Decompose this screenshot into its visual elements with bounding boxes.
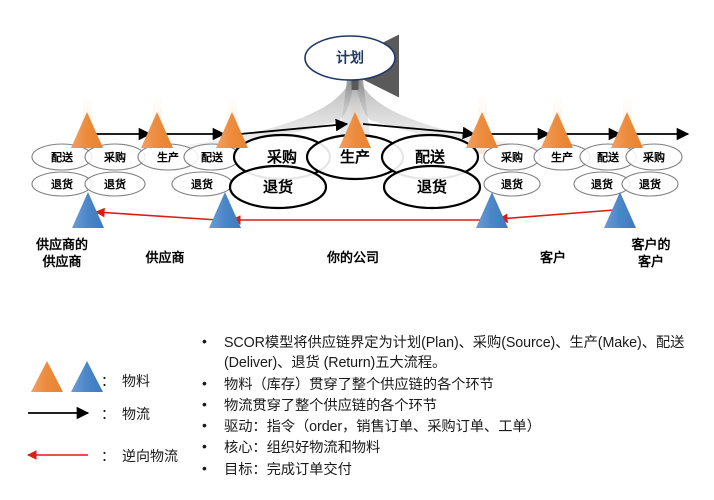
note-bullet: 核心：组织好物流和物料 — [198, 437, 703, 458]
triangle-blue-icon — [71, 361, 103, 392]
material-triangle-blue — [72, 192, 104, 228]
process-label: 退货 — [501, 177, 523, 191]
material-triangle-orange — [611, 112, 643, 148]
note-bullet: 物料（库存）贯穿了整个供应链的各个环节 — [198, 374, 703, 395]
process-label: 配送 — [597, 150, 620, 164]
process-label: 退货 — [51, 177, 73, 191]
process-main-ellipse[interactable] — [228, 164, 328, 210]
material-triangle-orange — [71, 112, 103, 148]
triangle-orange-icon — [31, 361, 63, 392]
process-label: 生产 — [551, 150, 573, 164]
actor-label-suppliers-supplier: 供应商 — [41, 254, 81, 269]
process-label: 生产 — [157, 150, 179, 164]
process-label: 配送 — [201, 150, 224, 164]
actor-label-customer: 客户 — [540, 250, 566, 265]
legend-separator-2: ： — [101, 448, 115, 464]
material-triangle-orange — [141, 112, 173, 148]
process-main-label: 退货 — [417, 178, 447, 196]
process-label: 退货 — [191, 177, 213, 191]
actor-label-suppliers-supplier: 供应商的 — [35, 237, 88, 252]
plan-label: 计划 — [336, 50, 364, 66]
process-main-label: 退货 — [263, 178, 293, 196]
process-label: 退货 — [591, 177, 613, 191]
material-triangles-orange — [71, 112, 643, 148]
actor-label-your-company: 你的公司 — [326, 250, 379, 265]
material-triangles-blue — [72, 192, 636, 228]
process-label: 采购 — [500, 150, 523, 164]
material-triangle-orange — [339, 112, 371, 148]
legend-separator-0: ： — [101, 373, 115, 389]
material-triangle-blue — [209, 192, 241, 228]
legend-icons: ： ： ： 物料 物流 逆向物流 — [27, 361, 178, 464]
process-label: 采购 — [642, 150, 665, 164]
legend-label-logistics: 物流 — [122, 406, 150, 422]
reverse-arrow — [498, 209, 615, 224]
forward-flow-arrows — [95, 118, 690, 141]
legend-label-reverse-logistics: 逆向物流 — [122, 448, 178, 464]
plan-ellipse — [304, 35, 396, 81]
process-main-label: 生产 — [340, 148, 370, 166]
reverse-arrow — [95, 207, 219, 221]
process-main-ellipse[interactable] — [382, 164, 482, 210]
process-label: 配送 — [51, 150, 74, 164]
flow-arrow — [362, 123, 476, 140]
legend-separator-1: ： — [101, 406, 115, 422]
actor-label-customers-customer: 客户 — [638, 254, 664, 269]
note-bullet: 目标：完成订单交付 — [198, 459, 703, 480]
notes-bullet-list: SCOR模型将供应链界定为计划(Plan)、采购(Source)、生产(Make… — [198, 332, 703, 481]
process-ellipse[interactable] — [483, 171, 541, 197]
process-label: 退货 — [639, 177, 661, 191]
reverse-flow-arrows — [95, 207, 615, 225]
process-ellipse[interactable] — [84, 171, 146, 197]
note-bullet: SCOR模型将供应链界定为计划(Plan)、采购(Source)、生产(Make… — [198, 332, 703, 374]
material-triangle-orange — [216, 112, 248, 148]
process-main-label: 配送 — [415, 148, 446, 166]
flow-arrow — [239, 118, 349, 135]
process-main-label: 采购 — [266, 148, 297, 166]
material-triangle-blue — [476, 192, 508, 228]
legend-label-material: 物料 — [122, 373, 150, 389]
material-triangle-blue — [604, 192, 636, 228]
process-ellipse[interactable] — [625, 143, 683, 171]
note-bullet: 物流贯穿了整个供应链的各个环节 — [198, 395, 703, 416]
material-triangle-orange — [541, 112, 573, 148]
plan-node[interactable]: 计划 — [304, 35, 396, 81]
material-triangle-orange — [466, 112, 498, 148]
actor-label-supplier: 供应商 — [144, 250, 184, 265]
process-label: 采购 — [103, 150, 126, 164]
process-label: 退货 — [104, 177, 126, 191]
process-ellipse[interactable] — [621, 171, 679, 197]
actor-label-customers-customer: 客户的 — [631, 237, 670, 252]
note-bullet: 驱动：指令（order，销售订单、采购订单、工单） — [198, 416, 703, 437]
